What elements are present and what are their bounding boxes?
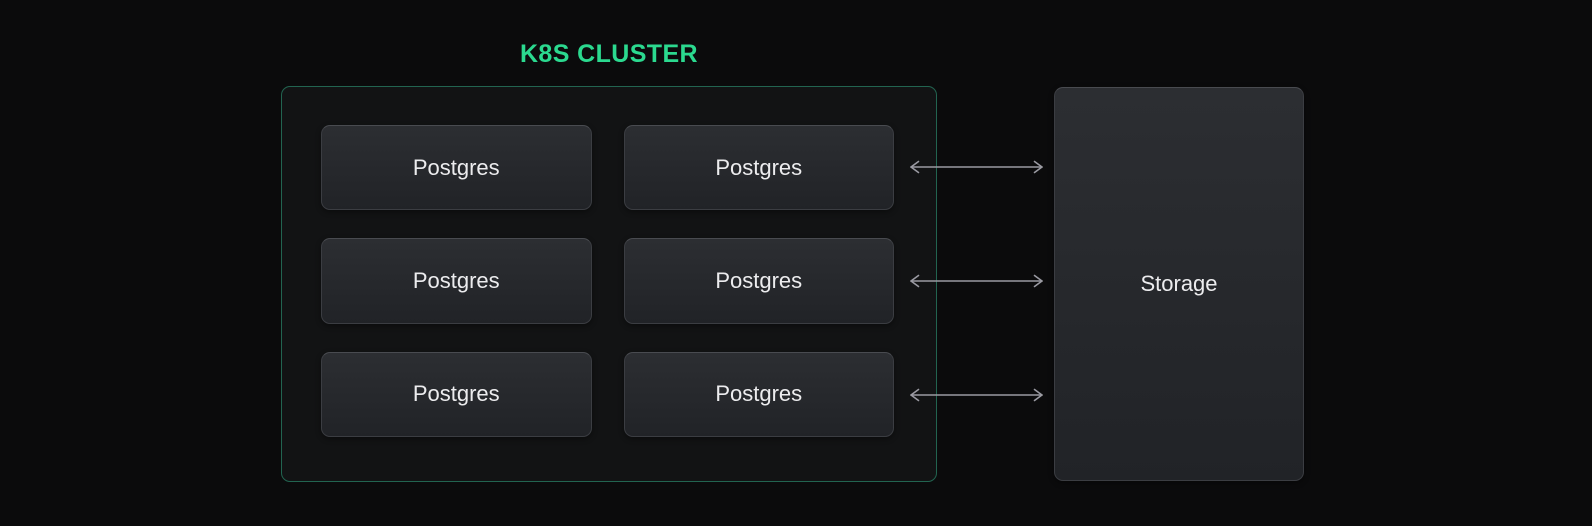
postgres-node: Postgres	[623, 238, 894, 324]
bidirectional-arrow	[910, 160, 1043, 174]
postgres-node: Postgres	[321, 238, 592, 324]
cluster-title: K8S CLUSTER	[519, 40, 699, 68]
bidirectional-arrow	[910, 274, 1043, 288]
postgres-node: Postgres	[623, 125, 894, 211]
postgres-node: Postgres	[321, 125, 592, 211]
k8s-cluster-group: Postgres Postgres Postgres Postgres Post…	[281, 86, 937, 482]
bidirectional-arrow	[910, 388, 1043, 402]
storage-node: Storage	[1054, 87, 1304, 481]
postgres-node: Postgres	[623, 351, 894, 437]
postgres-node: Postgres	[321, 351, 592, 437]
